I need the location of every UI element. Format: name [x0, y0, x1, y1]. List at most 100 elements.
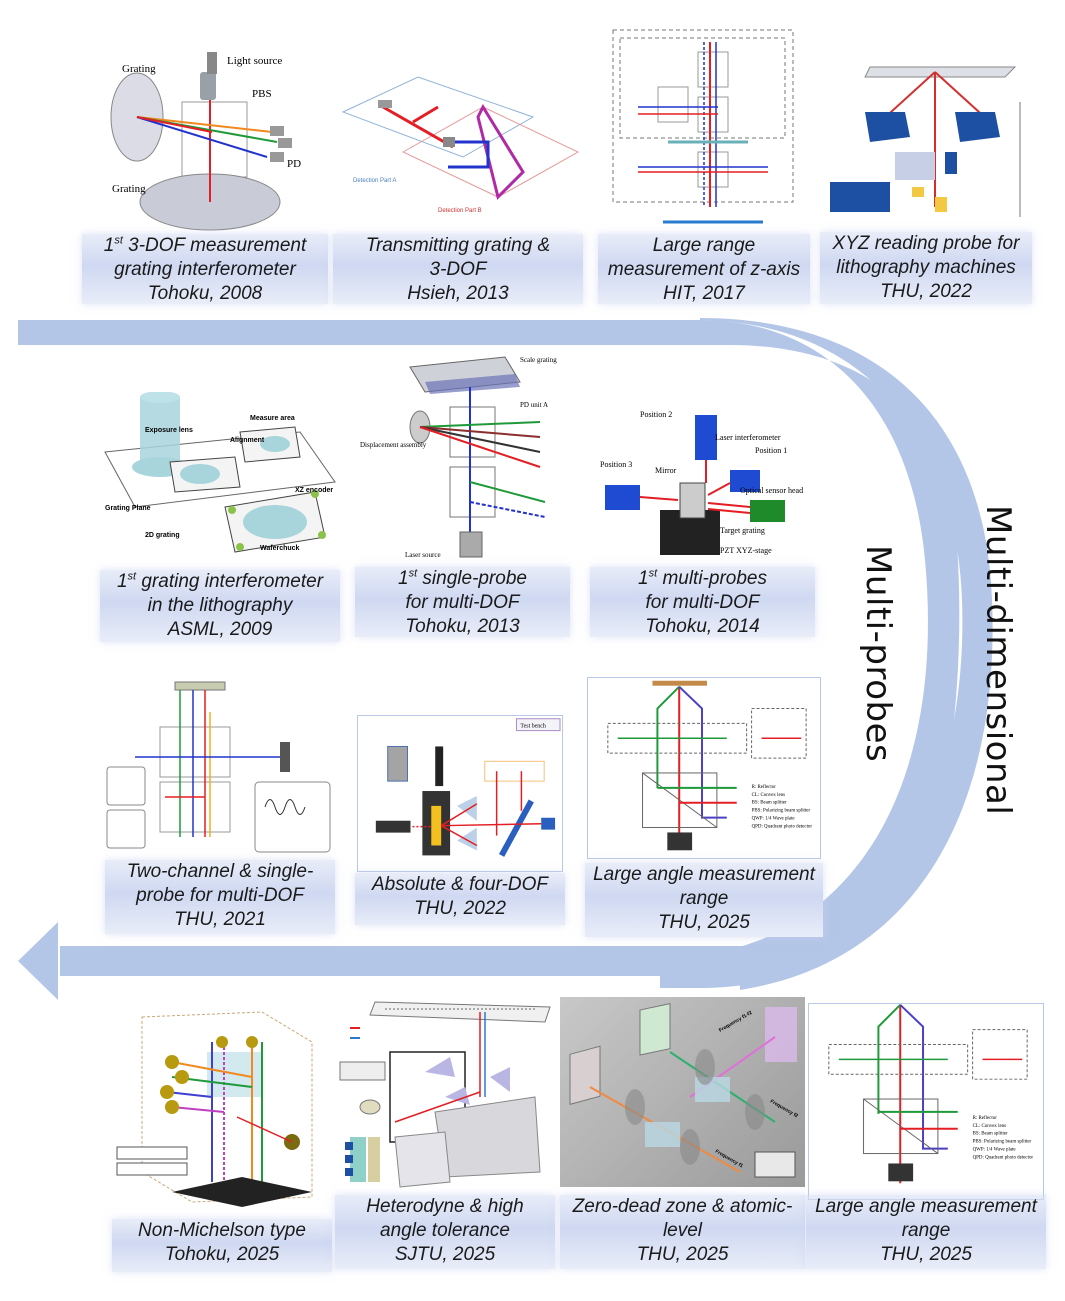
- caption-line: Large angle measurement: [593, 864, 815, 885]
- caption-line: 3-DOF measurement: [128, 235, 307, 256]
- caption-ordinal-suffix: st: [127, 570, 137, 583]
- fig-label-pzt-stage: PZT XYZ-stage: [720, 546, 772, 555]
- caption-ordinal: 1: [103, 235, 115, 256]
- caption-line: range: [901, 1220, 951, 1241]
- panel-tohoku-2013: Scale grating PD unit A Displacement ass…: [355, 352, 570, 637]
- figure-large-angle-measurement-2: R: Reflector CL: Convex lens BS: Beam sp…: [808, 1003, 1044, 1200]
- caption-source-year: THU, 2025: [658, 912, 750, 933]
- figure-multi-probes: Position 2 Laser interferometer Position…: [590, 405, 815, 565]
- caption-source-year: HIT, 2017: [663, 283, 745, 304]
- figure-3dof-grating-interferometer: Grating Light source PBS PD Grating: [82, 42, 328, 234]
- caption-line: Large angle measurement: [815, 1196, 1037, 1217]
- fig-label-qpd: QPD: Quadrant photo detector: [752, 824, 813, 829]
- fig-label-convex-lens: CL: Convex lens: [973, 1124, 1007, 1129]
- caption-source-year: THU, 2021: [174, 909, 266, 930]
- figure-xyz-reading-probe: [820, 42, 1032, 232]
- figure-non-michelson: [112, 997, 332, 1215]
- figure-absolute-four-dof: Test bench: [357, 715, 563, 872]
- caption-thu-2022-abs: Absolute & four-DOF THU, 2022: [355, 873, 565, 925]
- figure-transmitting-grating: Detection Part A Detection Part B: [333, 42, 583, 234]
- caption-ordinal-suffix: st: [114, 234, 123, 247]
- label-multi-dimensional: Multi-dimensional: [978, 505, 1018, 816]
- caption-source-year: Hsieh, 2013: [407, 283, 509, 304]
- fig-label-pd-unit-a: PD unit A: [520, 401, 548, 409]
- figure-zero-dead-zone: Frequency f1-f2 Frequency f2 Frequency f…: [560, 997, 805, 1187]
- caption-line: lithography machines: [836, 257, 1016, 278]
- caption-line: measurement of z-axis: [607, 259, 801, 280]
- fig-label-convex-lens: CL: Convex lens: [752, 793, 786, 798]
- caption-line: level: [662, 1220, 703, 1241]
- caption-ordinal: 1: [638, 568, 649, 589]
- caption-line: single-probe: [422, 568, 527, 589]
- fig-label-laser-source: Laser source: [405, 551, 441, 559]
- fig-label-qwp: QWP: 1/4 Wave plate: [752, 817, 796, 822]
- caption-line: angle tolerance: [380, 1220, 510, 1241]
- caption-tohoku-2008: 1st 3-DOF measurement grating interferom…: [82, 234, 328, 304]
- caption-ordinal: 1: [398, 568, 409, 589]
- figure-large-angle-measurement: R: Reflector CL: Convex lens BS: Beam sp…: [587, 677, 821, 859]
- figure-two-channel-single-probe: [105, 672, 335, 860]
- panel-hit-2017: Large range measurement of z-axis HIT, 2…: [598, 22, 810, 304]
- fig-label-measure-area: Measure area: [250, 415, 295, 422]
- caption-line: Transmitting grating &: [365, 235, 551, 256]
- figure-single-probe-multi-dof: Scale grating PD unit A Displacement ass…: [355, 352, 570, 567]
- caption-ordinal: 1: [116, 571, 128, 592]
- caption-line: multi-probes: [662, 568, 767, 589]
- fig-label-pbs: PBS: Polarizing beam splitter: [973, 1140, 1032, 1145]
- caption-thu-2021: Two-channel & single- probe for multi-DO…: [105, 860, 335, 934]
- caption-line: Absolute & four-DOF: [371, 874, 548, 895]
- flow-arrow-head: [18, 922, 58, 1000]
- caption-line: for multi-DOF: [645, 592, 760, 613]
- caption-line: Two-channel & single-: [126, 861, 314, 882]
- fig-label-pbs: PBS: Polarizing beam splitter: [752, 809, 811, 814]
- caption-source-year: Tohoku, 2008: [147, 283, 263, 304]
- panel-sjtu-2025: Heterodyne & high angle tolerance SJTU, …: [335, 997, 555, 1269]
- fig-label-target-grating: Target grating: [720, 526, 765, 535]
- caption-ordinal-suffix: st: [648, 567, 658, 580]
- caption-line: in the lithography: [147, 595, 293, 616]
- fig-label-frequency-f1-f2: Frequency f1-f2: [718, 1010, 753, 1034]
- fig-label-waferchuck: Waferchuck: [260, 545, 300, 552]
- fig-label-position-2: Position 2: [640, 410, 672, 419]
- caption-sjtu-2025: Heterodyne & high angle tolerance SJTU, …: [335, 1195, 555, 1269]
- caption-source-year: Tohoku, 2025: [164, 1244, 280, 1265]
- fig-label-reflector: R: Reflector: [752, 785, 777, 790]
- caption-hit-2017: Large range measurement of z-axis HIT, 2…: [598, 234, 810, 304]
- fig-label-2d-grating: 2D grating: [145, 532, 180, 539]
- panel-tohoku-2014: Position 2 Laser interferometer Position…: [590, 405, 815, 637]
- caption-source-year: ASML, 2009: [167, 619, 273, 640]
- fig-label-grating-bottom: Grating: [112, 183, 146, 195]
- caption-tohoku-2025: Non-Michelson type Tohoku, 2025: [112, 1219, 332, 1272]
- fig-label-alignment: Alignment: [230, 437, 265, 444]
- fig-label-detection-a: Detection Part A: [353, 178, 396, 184]
- fig-label-grating-plane: Grating Plane: [105, 505, 151, 512]
- fig-label-qpd: QPD: Quadrant photo detector: [973, 1156, 1034, 1161]
- caption-source-year: Tohoku, 2013: [405, 616, 520, 637]
- fig-label-beam-splitter: BS: Beam splitter: [752, 801, 787, 806]
- fig-label-frequency-f2: Frequency f2: [769, 1099, 799, 1120]
- caption-thu-2025-b: Zero-dead zone & atomic- level THU, 2025: [560, 1195, 805, 1269]
- fig-label-qwp: QWP: 1/4 Wave plate: [973, 1148, 1017, 1153]
- caption-line: XYZ reading probe for: [832, 233, 1020, 254]
- fig-label-test-bench: Test bench: [520, 724, 546, 730]
- panel-thu-2021: Two-channel & single- probe for multi-DO…: [105, 672, 335, 934]
- fig-label-displacement-assembly: Displacement assembly: [360, 441, 427, 449]
- caption-thu-2022-xyz: XYZ reading probe for lithography machin…: [820, 232, 1032, 304]
- flow-arrow-shaft: [60, 946, 760, 976]
- figure-asml-lithography: Exposure lens Measure area Alignment XZ …: [100, 392, 340, 570]
- caption-line: grating interferometer: [141, 571, 324, 592]
- fig-label-exposure-lens: Exposure lens: [145, 427, 193, 434]
- caption-line: Heterodyne & high: [366, 1196, 524, 1217]
- caption-ordinal-suffix: st: [408, 567, 418, 580]
- caption-line: 3-DOF: [429, 259, 487, 280]
- caption-tohoku-2013: 1st single-probe for multi-DOF Tohoku, 2…: [355, 567, 570, 637]
- fig-label-position-3: Position 3: [600, 460, 632, 469]
- caption-line: Non-Michelson type: [138, 1220, 306, 1241]
- panel-asml-2009: Exposure lens Measure area Alignment XZ …: [100, 392, 340, 642]
- panel-thu-2022-abs: Test bench Absolute & four-DOF THU, 2022: [355, 713, 565, 925]
- figure-heterodyne: [335, 997, 555, 1189]
- panel-thu-2025-b: Frequency f1-f2 Frequency f2 Frequency f…: [560, 997, 805, 1269]
- fig-label-reflector: R: Reflector: [973, 1116, 998, 1121]
- fig-label-beam-splitter: BS: Beam splitter: [973, 1132, 1008, 1137]
- fig-label-pbs: PBS: [252, 88, 272, 100]
